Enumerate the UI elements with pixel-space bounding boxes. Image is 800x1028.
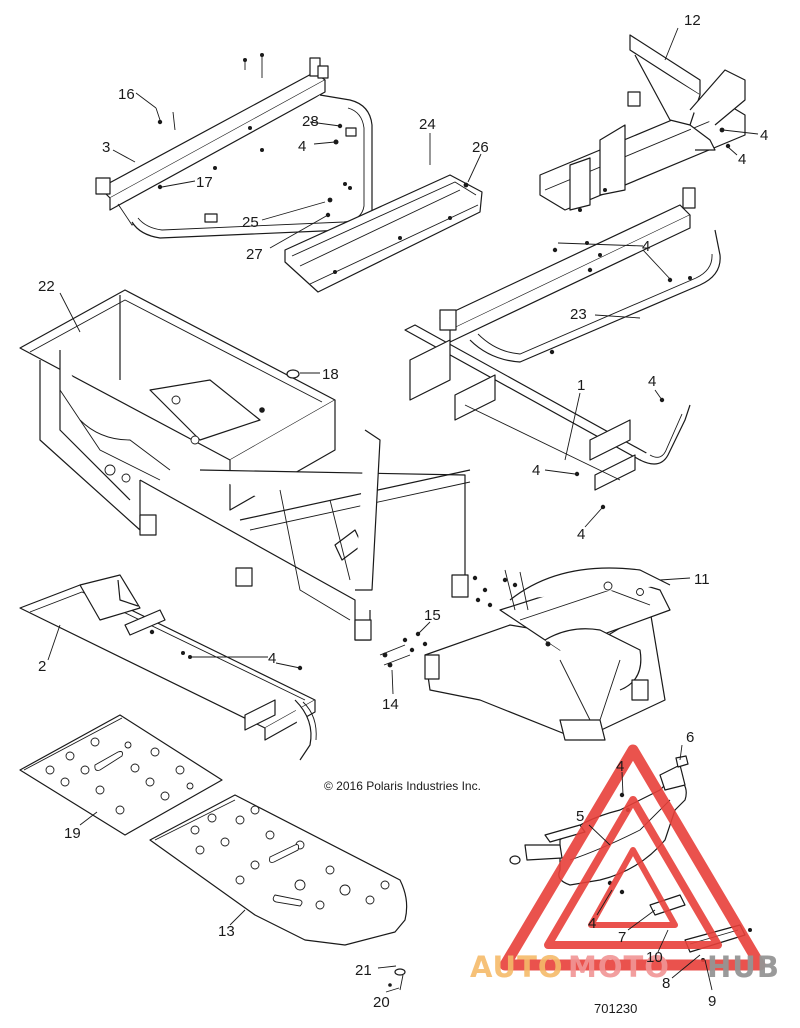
callout-19: 19 (64, 825, 81, 842)
callout-4-j: 4 (588, 915, 596, 932)
part-22-main-chassis (19, 289, 471, 641)
callout-21: 21 (355, 962, 372, 979)
callout-28: 28 (302, 113, 319, 130)
leader-lines (47, 27, 759, 993)
callout-3: 3 (102, 139, 110, 156)
callout-6: 6 (686, 729, 694, 746)
callout-4-e: 4 (648, 373, 656, 390)
callout-1: 1 (577, 377, 585, 394)
callout-27: 27 (246, 246, 263, 263)
callout-4-i: 4 (616, 758, 624, 775)
callout-12: 12 (684, 12, 701, 29)
watermark-auto: AUTO (470, 950, 564, 984)
callout-11: 11 (694, 571, 710, 588)
callout-9: 9 (708, 993, 716, 1010)
parts-14-15-fasteners (379, 631, 428, 668)
watermark-logo: AUTO MOTO HUB (470, 744, 780, 984)
callout-15: 15 (424, 607, 441, 624)
callout-4-g: 4 (577, 526, 585, 543)
copyright-text: © 2016 Polaris Industries Inc. (324, 779, 481, 793)
callout-2: 2 (38, 658, 46, 675)
callout-23: 23 (570, 306, 587, 323)
part-11-front-subframe (424, 567, 671, 741)
callout-10: 10 (646, 949, 663, 966)
part-19-skid-plate (19, 714, 223, 836)
callout-4-b: 4 (760, 127, 768, 144)
watermark-moto: MOTO (568, 950, 670, 984)
callout-13: 13 (218, 923, 235, 940)
callout-4-h: 4 (268, 650, 276, 667)
watermark-hub: HUB (707, 950, 780, 984)
callout-16: 16 (118, 86, 135, 103)
callout-8: 8 (662, 975, 670, 992)
callout-22: 22 (38, 278, 55, 295)
callout-14: 14 (382, 696, 399, 713)
part-1-crossmember (404, 324, 691, 510)
callout-4-c: 4 (738, 151, 746, 168)
callout-4-f: 4 (532, 462, 540, 479)
parts-20-21-grommet (388, 968, 406, 991)
callout-17: 17 (196, 174, 213, 191)
part-3-box-frame (95, 53, 373, 239)
callout-25: 25 (242, 214, 259, 231)
callout-24: 24 (419, 116, 436, 133)
callout-labels: 12 16 3 4 28 17 24 26 25 27 4 4 4 23 22 … (38, 12, 768, 1011)
callout-4-d: 4 (642, 238, 650, 255)
callout-18: 18 (322, 366, 339, 383)
part-2-floor-frame (19, 574, 317, 761)
part-24-floor-pan (284, 174, 483, 293)
drawing-number: 701230 (594, 1001, 637, 1016)
part-23-frame (439, 187, 721, 363)
callout-26: 26 (472, 139, 489, 156)
callout-20: 20 (373, 994, 390, 1011)
callout-5: 5 (576, 808, 584, 825)
part-13-skid-plate (149, 794, 408, 946)
part-5-front-bumper (509, 764, 687, 895)
callout-4-a: 4 (298, 138, 306, 155)
callout-7: 7 (618, 929, 626, 946)
part-12-bracket (539, 34, 746, 212)
